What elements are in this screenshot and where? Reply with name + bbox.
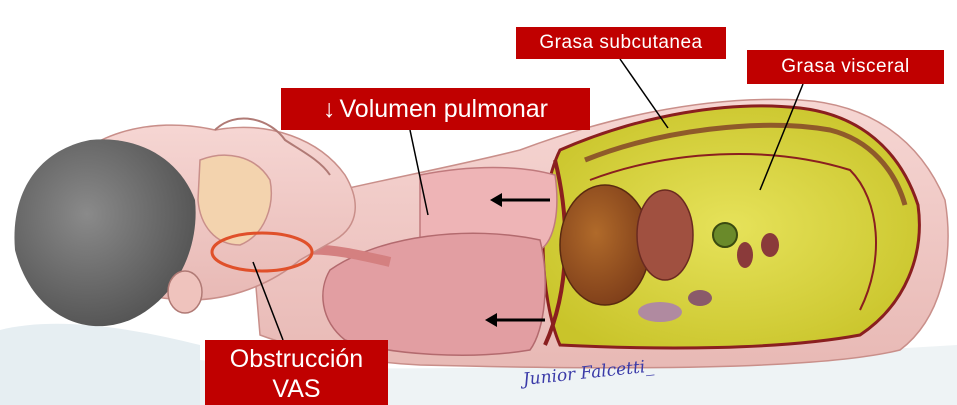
vessel-1	[688, 290, 712, 306]
gallbladder	[713, 223, 737, 247]
label-obstruccion-line1: Obstrucción	[205, 344, 388, 374]
vessel-2	[638, 302, 682, 322]
label-volumen-pulmonar: ↓Volumen pulmonar	[281, 88, 590, 130]
label-volumen-text: Volumen pulmonar	[340, 95, 548, 123]
label-grasa-visceral: Grasa visceral	[747, 50, 944, 84]
kidney-1	[737, 242, 753, 268]
pillow	[0, 324, 200, 405]
down-arrow-icon: ↓	[323, 88, 336, 130]
ear	[168, 271, 202, 313]
stomach	[637, 190, 693, 280]
label-obstruccion-line2: VAS	[205, 374, 388, 404]
label-obstruccion-vas: Obstrucción VAS	[205, 340, 388, 405]
label-grasa-subcutanea: Grasa subcutanea	[516, 27, 726, 59]
kidney-2	[761, 233, 779, 257]
liver	[560, 185, 650, 305]
